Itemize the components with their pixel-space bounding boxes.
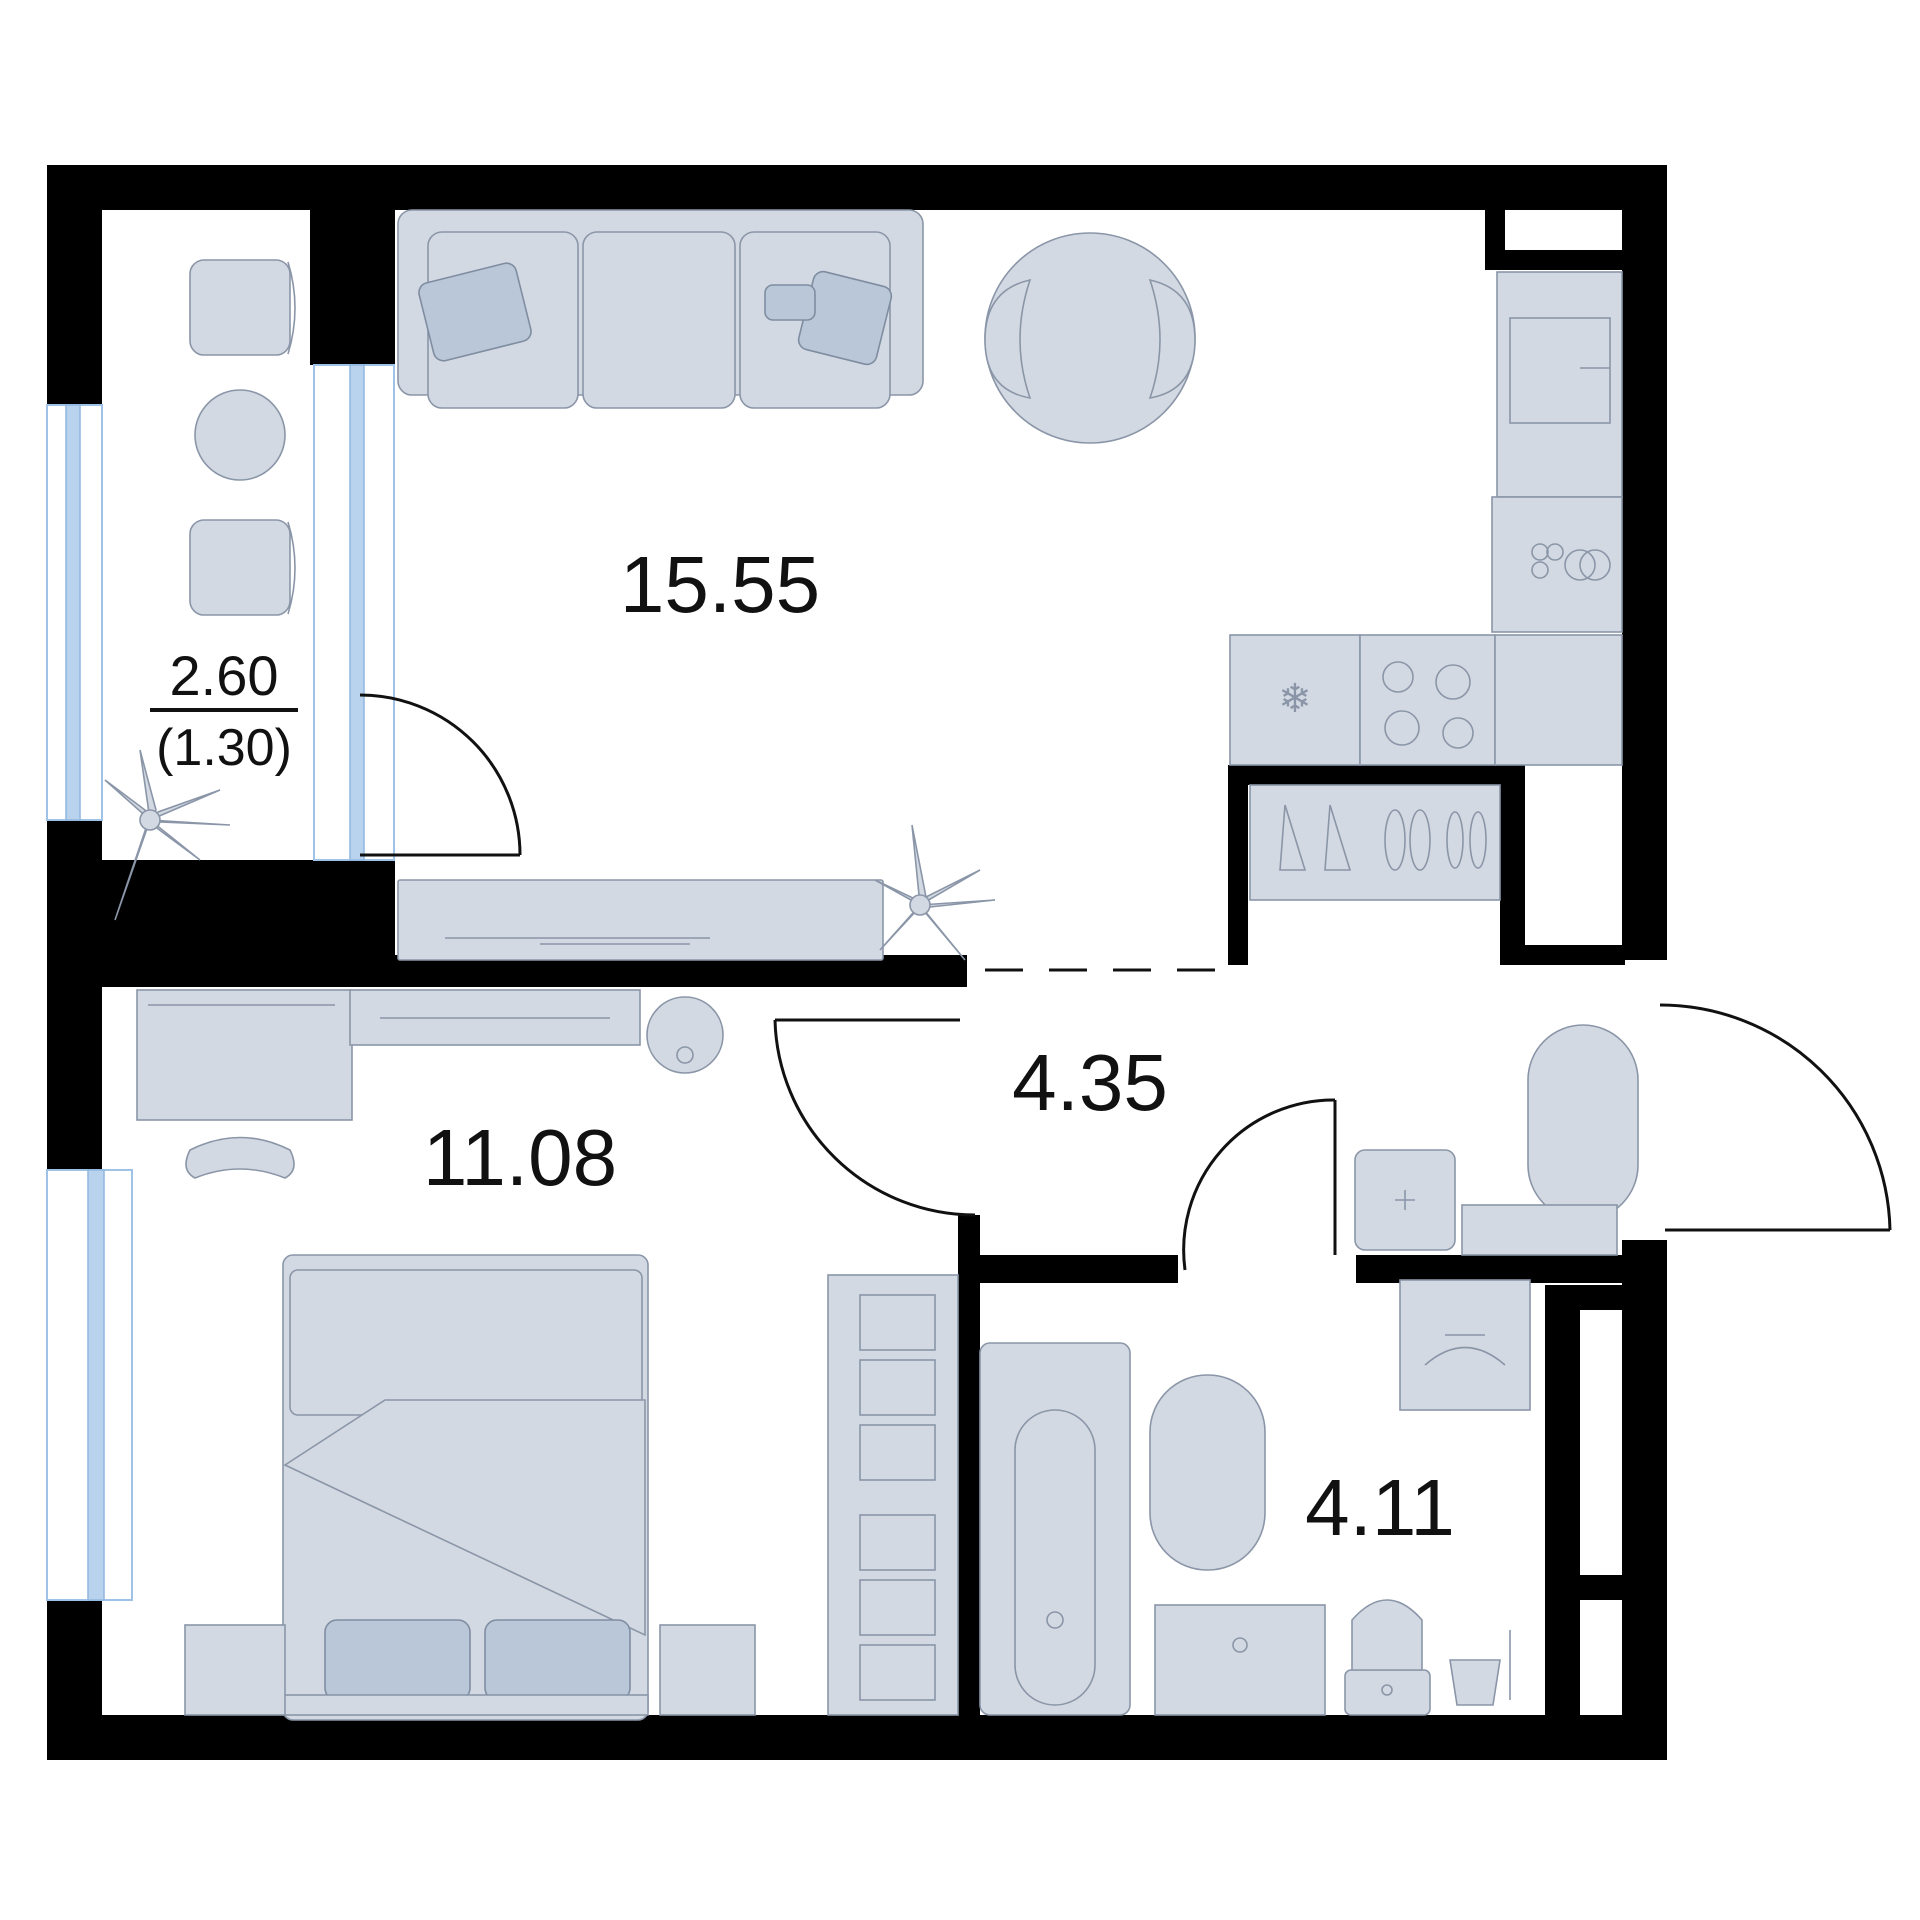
nightstand bbox=[659, 1624, 756, 1716]
room-area-bedroom: 11.08 bbox=[423, 1113, 617, 1202]
plant-icon bbox=[104, 749, 231, 921]
bath-mat bbox=[1149, 1374, 1266, 1571]
bistro-table-icon bbox=[194, 389, 286, 481]
room-area-living: 15.55 bbox=[620, 540, 820, 629]
bathtub-icon bbox=[979, 1342, 1131, 1716]
cleaning-bucket bbox=[1449, 1630, 1511, 1706]
doors bbox=[359, 693, 1892, 1271]
bed-icon bbox=[282, 1254, 649, 1721]
washbasin-icon bbox=[1154, 1604, 1326, 1716]
nightstand bbox=[184, 1624, 286, 1716]
kitchen: ❄ bbox=[1229, 271, 1623, 766]
dresser-icon bbox=[827, 1274, 959, 1716]
desk-icon bbox=[136, 989, 641, 1179]
wardrobe-icon bbox=[1249, 784, 1501, 901]
robot-vacuum-icon bbox=[646, 996, 724, 1074]
room-area-balcony: 2.60 bbox=[170, 644, 279, 707]
sofa-icon bbox=[397, 209, 924, 409]
room-area-bathroom: 4.11 bbox=[1305, 1463, 1455, 1552]
hallway-furniture bbox=[1354, 1024, 1639, 1256]
svg-text:❄: ❄ bbox=[1278, 676, 1312, 722]
windows bbox=[46, 364, 395, 1601]
room-area-hallway: 4.35 bbox=[1012, 1038, 1168, 1127]
tv-stand bbox=[397, 879, 884, 961]
fridge-icon bbox=[1229, 634, 1361, 766]
cooktop-icon bbox=[1359, 634, 1496, 766]
dining-table-icon bbox=[984, 232, 1196, 444]
toilet-icon bbox=[1344, 1599, 1431, 1716]
walls bbox=[47, 165, 1667, 1760]
room-area-balcony-reduced: (1.30) bbox=[156, 719, 292, 777]
balcony-furniture bbox=[189, 259, 296, 616]
kitchen-sink-icon bbox=[1496, 271, 1623, 498]
plant-icon bbox=[874, 824, 996, 961]
area-labels: 15.55 11.08 4.35 4.11 2.60 (1.30) bbox=[150, 540, 1455, 1552]
oven-icon bbox=[1491, 496, 1623, 633]
washing-machine-icon bbox=[1399, 1279, 1531, 1411]
